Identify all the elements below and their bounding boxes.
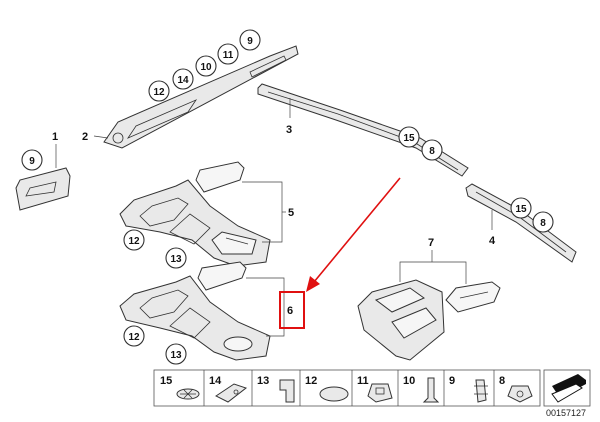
svg-text:15: 15	[515, 204, 527, 215]
svg-text:9: 9	[29, 156, 35, 167]
part-6-console-trim	[119, 261, 271, 361]
bubble-c13a: 13	[165, 247, 187, 269]
legend-15: 15	[160, 375, 172, 387]
part-1-small-trim	[15, 167, 71, 211]
part-7-center-trim	[357, 279, 501, 361]
svg-text:12: 12	[128, 332, 140, 343]
bubble-top-11: 11	[217, 43, 239, 65]
diagram-id: 00157127	[546, 408, 586, 418]
bubble-r8b: 8	[532, 211, 554, 233]
red-arrow-icon	[306, 177, 401, 292]
part-5-console-trim	[119, 161, 271, 267]
label-part-4: 4	[489, 235, 496, 247]
svg-text:8: 8	[540, 218, 546, 229]
bubble-r8a: 8	[421, 139, 443, 161]
part-number-labels: 1 2 3 4 5 6 7	[52, 124, 496, 317]
label-part-5: 5	[288, 207, 294, 219]
label-part-3: 3	[286, 124, 292, 136]
bubble-top-9: 9	[239, 29, 261, 51]
pad-icon	[319, 386, 349, 402]
svg-text:8: 8	[429, 146, 435, 157]
svg-text:13: 13	[170, 350, 182, 361]
part-4-right-strip	[465, 183, 577, 263]
highlight-part-6	[279, 291, 305, 329]
svg-text:11: 11	[223, 50, 234, 61]
push-pin-icon	[422, 377, 440, 403]
legend-11: 11	[357, 375, 369, 387]
svg-text:12: 12	[128, 236, 140, 247]
bubble-c12a: 12	[123, 229, 145, 251]
part-2-dash-trim	[103, 45, 299, 149]
bubble-top-12: 12	[148, 80, 170, 102]
legend-14: 14	[209, 375, 222, 387]
svg-text:13: 13	[170, 254, 182, 265]
bubble-c13b: 13	[165, 343, 187, 365]
clip-bracket-icon	[215, 383, 248, 403]
rivet-icon	[176, 388, 200, 400]
bracket-clip-icon	[474, 379, 488, 403]
leader-lines	[55, 98, 493, 337]
bubble-r15b: 15	[510, 197, 532, 219]
legend-12: 12	[305, 375, 317, 387]
svg-text:14: 14	[177, 75, 189, 86]
label-part-1: 1	[52, 131, 58, 143]
label-part-6: 6	[287, 305, 293, 317]
square-clip-icon	[367, 383, 393, 403]
bubble-c12b: 12	[123, 325, 145, 347]
bubble-top-10: 10	[195, 55, 217, 77]
label-part-7: 7	[428, 237, 434, 249]
bubble-left-9: 9	[21, 149, 43, 171]
bubble-top-14: 14	[172, 68, 194, 90]
legend-8: 8	[499, 375, 505, 387]
callout-bubbles: 9 11 10 14 12 9 15 8 15 8 12 13 12 13	[21, 29, 554, 365]
diagram-logo-icon	[543, 369, 591, 407]
legend-9: 9	[449, 375, 455, 387]
svg-text:10: 10	[200, 62, 212, 73]
spring-clip-icon	[279, 379, 295, 403]
legend-10: 10	[403, 375, 415, 387]
svg-text:9: 9	[247, 36, 253, 47]
bubble-r15a: 15	[398, 126, 420, 148]
legend-strip: 15 14 13 12 11 10 9 8	[153, 369, 541, 407]
label-part-2: 2	[82, 131, 88, 143]
svg-text:15: 15	[403, 133, 415, 144]
grommet-icon	[507, 385, 533, 403]
svg-text:12: 12	[153, 87, 165, 98]
legend-13: 13	[257, 375, 269, 387]
